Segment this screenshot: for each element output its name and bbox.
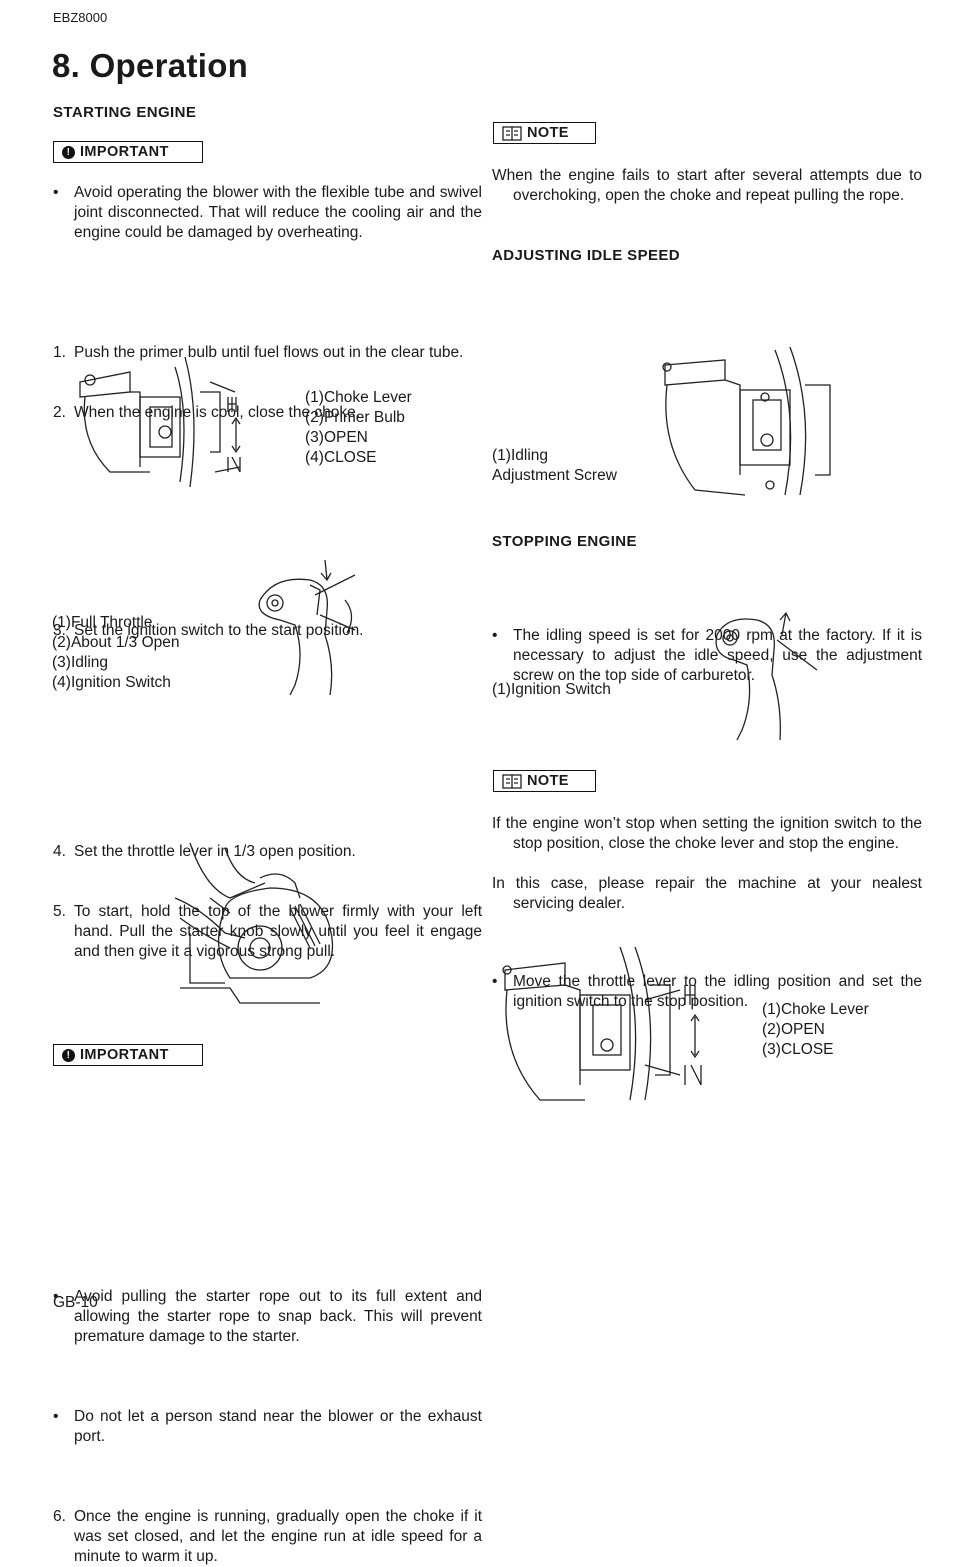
note1-text: When the engine fails to start after sev… [492, 167, 922, 204]
step-4: 4.Set the throttle lever in 1/3 open pos… [53, 843, 356, 860]
fig2-captions: (1)Full Throttle (2)About 1/3 Open (3)Id… [52, 614, 180, 691]
step-1: 1.Push the primer bulb until fuel flows … [53, 344, 464, 361]
note-label: NOTE [527, 125, 569, 141]
choke-lever-stop-illustration [502, 946, 702, 1101]
note2-para-2: In this case, please repair the machine … [492, 875, 922, 912]
note-box-2: NOTE [493, 770, 596, 792]
fig1-captions: (1)Choke Lever (2)Primer Bulb (3)OPEN (4… [305, 389, 412, 466]
exclamation-icon: ! [62, 145, 75, 159]
adjusting-idle-heading: ADJUSTING IDLE SPEED [492, 247, 681, 264]
starting-blower-illustration [174, 842, 334, 1004]
note-box-1: NOTE [493, 122, 596, 144]
stopping-engine-heading: STOPPING ENGINE [492, 533, 637, 550]
page-number: GB-10 [53, 1294, 98, 1311]
choke-lever-illustration [79, 356, 241, 488]
important-box-1: ! IMPORTANT [53, 141, 203, 163]
note-book-icon [502, 125, 522, 141]
fig3-captions: (1)Idling Adjustment Screw [492, 447, 617, 484]
important2-bullet-2: Do not let a person stand near the blowe… [53, 1407, 482, 1447]
important-label: IMPORTANT [80, 1047, 169, 1063]
model-number: EBZ8000 [53, 10, 108, 25]
note2-para-1: If the engine won’t stop when setting th… [492, 815, 922, 852]
step-6: 6.Once the engine is running, gradually … [53, 1508, 482, 1565]
important2-bullet-1: Avoid pulling the starter rope out to it… [53, 1287, 482, 1347]
important1-bullet: Avoid operating the blower with the flex… [53, 183, 482, 243]
step-2: 2.When the engine is cool, close the cho… [53, 404, 361, 421]
throttle-handle-illustration [258, 559, 356, 696]
idle-bullet: The idling speed is set for 2000 rpm at … [492, 626, 922, 686]
idle-screw-illustration [662, 346, 831, 496]
exclamation-icon: ! [62, 1048, 75, 1062]
important-box-2: ! IMPORTANT [53, 1044, 203, 1066]
important-label: IMPORTANT [80, 144, 169, 160]
note-book-icon [502, 773, 522, 789]
starting-engine-heading: STARTING ENGINE [53, 104, 197, 121]
ignition-switch-illustration [715, 611, 818, 741]
step-3: 3.Set the ignition switch to the start p… [53, 622, 364, 639]
fig5-captions: (1)Choke Lever (2)OPEN (3)CLOSE [762, 1001, 869, 1058]
page-title: 8. Operation [52, 47, 249, 84]
note-label: NOTE [527, 773, 569, 789]
fig4-captions: (1)Ignition Switch [492, 681, 611, 698]
